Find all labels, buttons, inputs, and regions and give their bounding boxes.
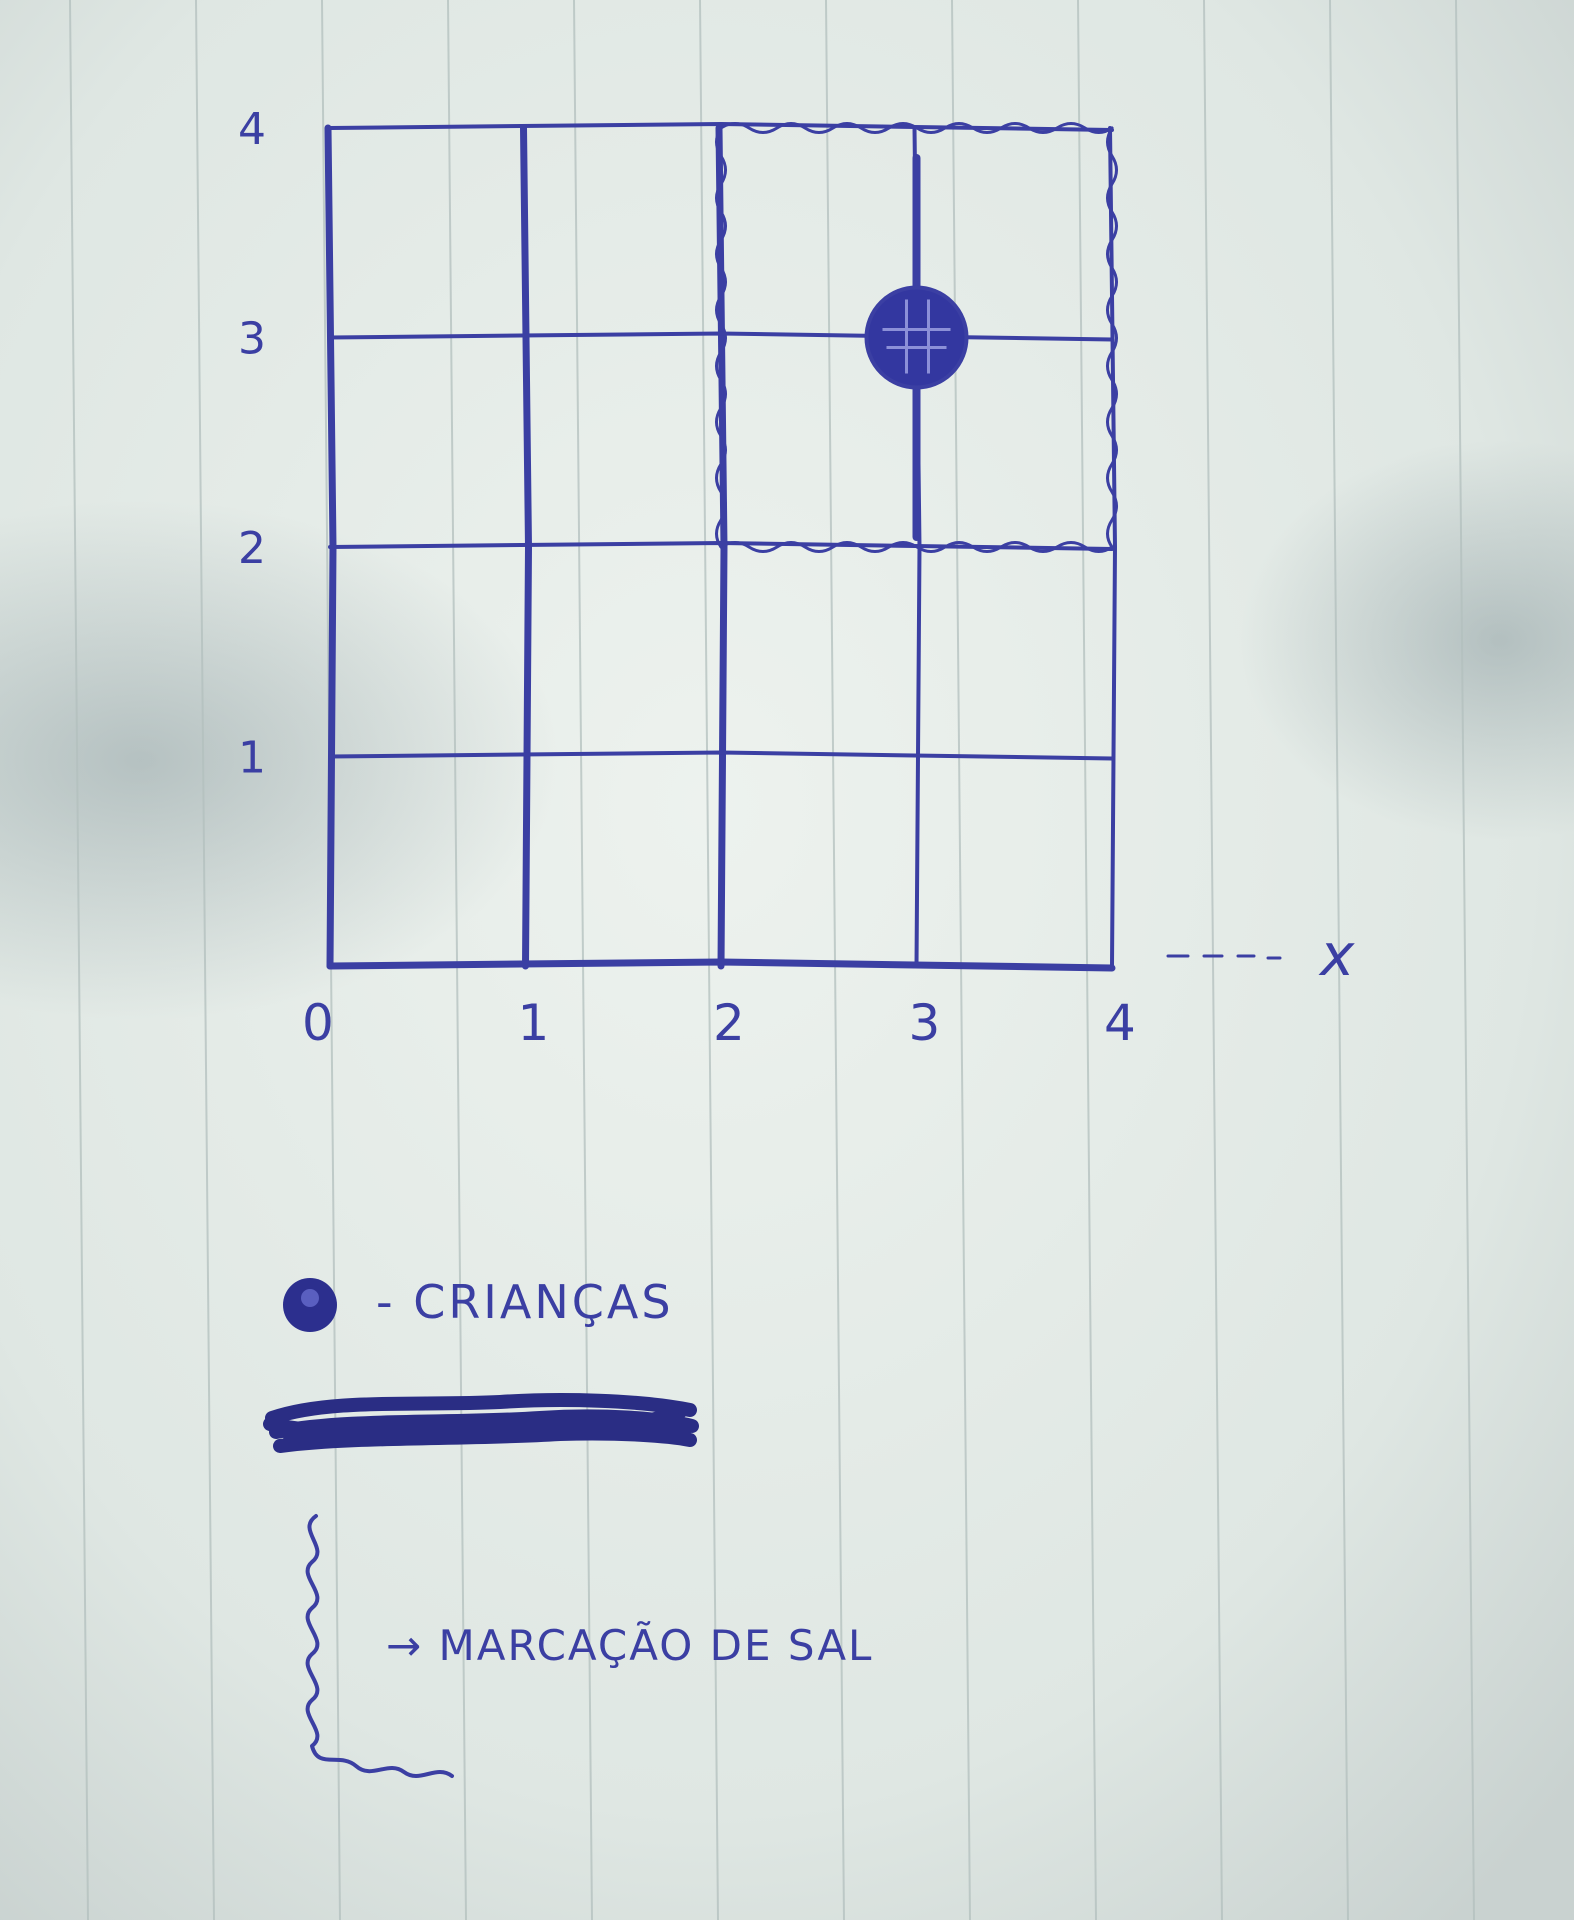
x-tick-label: 4 — [1104, 994, 1136, 1052]
grid-horizontal-line — [328, 122, 1114, 132]
ruling-line — [1329, 0, 1349, 1920]
grid-horizontal-line — [328, 541, 1114, 551]
ruling-line — [69, 0, 89, 1920]
x-tick-label: 3 — [909, 994, 941, 1052]
axis-extension-dashes — [1166, 954, 1282, 960]
legend-marker-label: - CRIANÇAS — [376, 1275, 674, 1329]
wavy-region — [715, 122, 1118, 553]
wavy-edge-left — [715, 126, 727, 549]
x-tick-label: 2 — [713, 994, 745, 1052]
marker-hatching — [882, 299, 951, 374]
child-marker — [864, 285, 969, 390]
grid-horizontal-line — [326, 958, 1116, 972]
ruling-line — [1203, 0, 1223, 1920]
grid-horizontal-line — [328, 331, 1114, 342]
ruling-line — [1455, 0, 1475, 1920]
x-axis-label: x — [1318, 921, 1355, 989]
legend-wavy-icon — [305, 1514, 454, 1778]
x-tick-label: 1 — [518, 994, 550, 1052]
paper-shadow — [1240, 440, 1574, 840]
wavy-edge-top — [719, 122, 1114, 134]
legend-wavy-label: → MARCAÇÃO DE SAL — [386, 1620, 873, 1670]
y-tick-label: 4 — [238, 104, 266, 155]
y-tick-label: 2 — [238, 523, 266, 574]
grid-vertical-line — [520, 124, 532, 970]
ruling-line — [195, 0, 215, 1920]
ruling-line — [825, 0, 845, 1920]
y-tick-label: 1 — [238, 733, 266, 784]
x-tick-label: 0 — [302, 994, 334, 1052]
paper-shadow — [0, 500, 560, 1020]
marker-layer — [864, 154, 969, 541]
grid-horizontal-line — [328, 750, 1114, 761]
scribbled-out-entry — [263, 1393, 699, 1453]
ruling-line — [1077, 0, 1097, 1920]
legend-marker-highlight — [301, 1289, 319, 1307]
wavy-edge-right — [1106, 126, 1118, 549]
y-tick-label: 3 — [238, 314, 266, 365]
wavy-edge-bottom — [719, 541, 1114, 553]
legend: - CRIANÇAS → MARCAÇÃO DE SAL — [263, 1275, 873, 1778]
tick-labels: 0 1 2 3 4 1 2 3 4 — [238, 104, 1136, 1052]
ruling-line — [447, 0, 467, 1920]
